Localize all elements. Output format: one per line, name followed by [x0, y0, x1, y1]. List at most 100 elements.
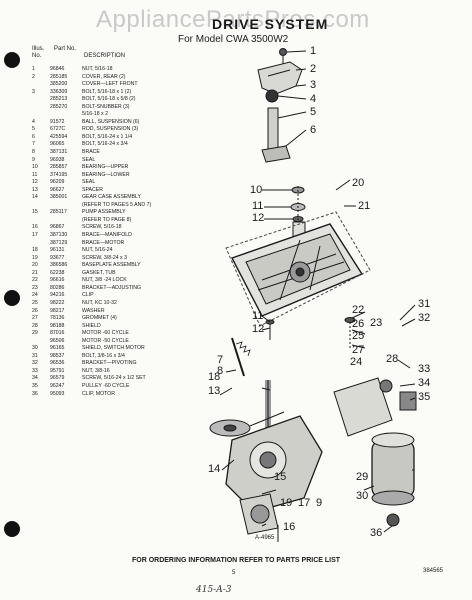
callout-35: 35: [418, 391, 431, 403]
description-cell: MOTOR -50 CYCLE: [82, 337, 129, 344]
illus-no-cell: 24: [32, 292, 38, 299]
callout-17: 17: [298, 497, 311, 509]
parts-list-row: 2 285185 COVER, REAR (2): [32, 74, 182, 82]
callout-3: 3: [310, 79, 317, 91]
description-header: DESCRIPTION: [84, 53, 126, 59]
illus-no-cell: 28: [32, 322, 38, 329]
description-cell: NUT, 3/8-16: [82, 367, 110, 374]
parts-list-row: 5/16-18 x 2: [32, 111, 182, 119]
description-cell: NUT, 3/8 -24 LOCK: [82, 277, 127, 284]
part-no-cell: 96846: [50, 66, 65, 72]
callout-33: 33: [418, 363, 431, 375]
document-number: 384565: [423, 568, 444, 574]
illus-no-cell: 2: [32, 73, 35, 80]
callout-1: 1: [310, 45, 317, 57]
callout-27: 27: [352, 344, 365, 356]
description-cell: COVER, REAR (2): [82, 73, 126, 80]
part-no-cell: 87016: [50, 330, 65, 337]
description-cell: SEAL: [82, 179, 96, 186]
illus-no-cell: 35: [32, 382, 38, 389]
callout-34: 34: [418, 377, 431, 389]
illus-no-cell: 19: [32, 254, 38, 261]
part-no-cell: 62238: [50, 269, 65, 276]
illus-no-cell: 15: [32, 209, 38, 216]
footer-ordering-note: FOR ORDERING INFORMATION REFER TO PARTS …: [131, 557, 341, 564]
callout-10: 10: [250, 184, 263, 196]
part-no-cell: 387129: [50, 239, 68, 246]
part-no-cell: 425594: [50, 133, 68, 140]
callout-20: 20: [352, 177, 365, 189]
description-cell: PUMP ASSEMBLY: [82, 209, 126, 216]
callout-11b: 11: [252, 310, 264, 322]
part-no-header: Part No.: [54, 46, 77, 52]
illus-no-cell: 33: [32, 367, 38, 374]
illus-no-cell: 22: [32, 277, 38, 284]
callout-22: 22: [352, 304, 365, 316]
binder-hole-middle: [4, 290, 20, 306]
callout-12: 12: [252, 212, 265, 224]
description-cell: SHIELD, SWITCH MOTOR: [82, 345, 145, 352]
description-cell: BRACE—MANIFOLD: [82, 232, 132, 239]
callout-24: 24: [350, 356, 363, 368]
description-cell: BOLT, 5/16-18 x 1 (2): [82, 88, 132, 95]
page-title: DRIVE SYSTEM: [212, 16, 329, 32]
callout-15: 15: [274, 471, 287, 483]
callout-4: 4: [310, 93, 317, 105]
description-cell: NUT, KC 10-32: [82, 299, 117, 306]
description-cell: (REFER TO PAGES 5 AND 7): [82, 201, 152, 208]
description-cell: SHIELD: [82, 322, 101, 329]
part-no-cell: 96579: [50, 375, 65, 382]
illus-no-cell: 10: [32, 164, 38, 171]
description-cell: ROD, SUSPENSION (3): [82, 126, 139, 133]
illus-no-cell: 25: [32, 299, 38, 306]
part-no-cell: 285185: [50, 73, 68, 80]
part-no-cell: 96131: [50, 247, 65, 254]
description-cell: BALL, SUSPENSION (6): [82, 118, 140, 125]
part-no-cell: 285213: [50, 96, 68, 103]
description-cell: COVER—LEFT FRONT: [82, 81, 138, 88]
illus-no-cell: 13: [32, 186, 38, 193]
callout-21: 21: [358, 200, 371, 212]
illus-no-cell: 26: [32, 307, 38, 314]
illus-no-cell: 31: [32, 352, 38, 359]
part-no-cell: 95093: [50, 390, 65, 397]
description-cell: BASEPLATE ASSEMBLY: [82, 262, 141, 269]
description-cell: BEARING—LOWER: [82, 171, 130, 178]
illus-no-cell: 1: [32, 66, 35, 72]
description-cell: BRACE: [82, 149, 100, 156]
illus-no-cell: 16: [32, 224, 38, 231]
binder-hole-top: [4, 52, 20, 68]
callout-5: 5: [310, 106, 317, 118]
drawing-number: A-4965: [255, 535, 275, 541]
description-cell: (REFER TO PAGE 8): [82, 216, 132, 223]
description-cell: WASHER: [82, 307, 105, 314]
parts-list-row: 26 98217 WASHER: [32, 308, 182, 316]
illus-no-cell: 17: [32, 232, 38, 239]
description-cell: CLIP, MOTOR: [82, 390, 115, 397]
illus-no-cell: 3: [32, 88, 35, 95]
illus-no-cell: 30: [32, 345, 38, 352]
callout-25: 25: [352, 330, 365, 342]
part-no-cell: 78136: [50, 315, 65, 322]
part-no-cell: 98217: [50, 307, 65, 314]
parts-list-row: (REFER TO PAGES 5 AND 7): [32, 202, 182, 210]
callout-19: 19: [280, 497, 293, 509]
page-number: 5: [232, 570, 236, 576]
